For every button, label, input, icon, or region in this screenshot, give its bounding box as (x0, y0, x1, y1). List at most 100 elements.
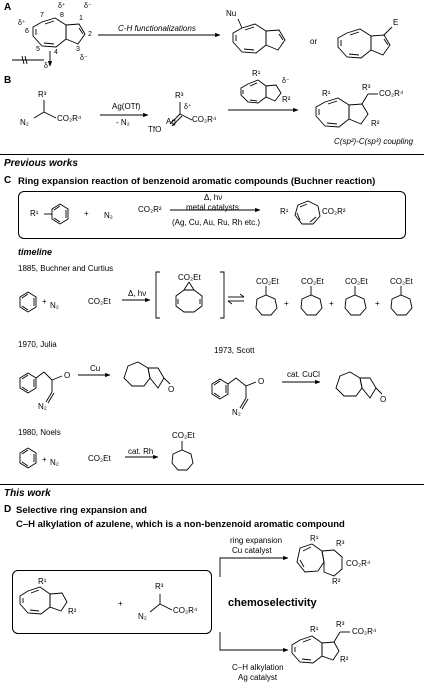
e1980-n2: N₂ (50, 458, 59, 467)
e1885-cond: Δ, hν (128, 289, 147, 298)
coupling-label: C(sp²)-C(sp³) coupling (334, 137, 414, 146)
d-r1: R¹ (38, 577, 47, 586)
e1973-prod-o: O (380, 395, 387, 404)
panel-c-title: Ring expansion reaction of benzenoid aro… (18, 176, 376, 187)
e1885-plus: + (42, 297, 47, 306)
d-ester: CO₂R⁴ (173, 606, 198, 615)
ag-carbene (169, 102, 193, 127)
upper-ester: CO₂R⁴ (346, 559, 371, 568)
previous-works-heading: Previous works (4, 158, 78, 169)
b-ag: Ag (166, 117, 176, 126)
equilibrium-arrows (227, 293, 245, 305)
bicyclic-product-upper (296, 543, 343, 577)
azulene-numbered (32, 17, 86, 48)
e1980-prod: CO₂Et (172, 431, 195, 440)
julia-product (123, 361, 171, 389)
upper-r3: R³ (336, 539, 345, 548)
scott-substrate (211, 377, 257, 410)
d-r2: R² (68, 607, 77, 616)
ring-number-6: 6 (25, 28, 29, 35)
e1885-product-1: CO₂Et (256, 277, 279, 286)
product-b (315, 93, 378, 128)
azulene-reactant-b (240, 79, 282, 104)
upper-cond-1: ring expansion (230, 536, 283, 545)
cycloheptatriene-1 (255, 286, 278, 316)
cycloheptatriene-3 (344, 286, 367, 316)
e1973-n2: N₂ (232, 408, 241, 417)
c-box-prod-ester: CO₂R² (322, 207, 346, 216)
ring-number-2: 2 (88, 31, 92, 38)
d-n2: N₂ (138, 612, 147, 621)
e1885-product-4: CO₂Et (390, 277, 413, 286)
chemoselectivity-label: chemoselectivity (228, 597, 317, 609)
diazo-reagent (33, 100, 57, 119)
lower-r1: R¹ (310, 625, 319, 634)
event-1885: 1885, Buchner and Curtius (18, 264, 114, 273)
e1885-product-2: CO₂Et (301, 277, 324, 286)
e1970-n2: N₂ (38, 402, 47, 411)
b-product-r3: R³ (362, 83, 371, 92)
cycloheptatriene-box (294, 200, 321, 225)
c-box-ester: CO₂R² (138, 205, 162, 214)
julia-substrate (19, 371, 63, 404)
ring-number-3: 3 (76, 46, 80, 53)
b-product-ester: CO₂R⁴ (379, 89, 404, 98)
b-carbene-charge: δ⁺ (184, 104, 192, 111)
d-r3: R³ (155, 582, 164, 591)
b-carbene-r3: R³ (175, 91, 184, 100)
panel-d-title-2: C–H alkylation of azulene, which is a no… (16, 519, 345, 530)
upper-cond-2: Cu catalyst (232, 546, 272, 555)
e1980-ester: CO₂Et (88, 454, 111, 463)
panel-label-b: B (4, 75, 12, 86)
b-azulene-charge: δ⁻ (282, 78, 290, 85)
b-carbene-ester: CO₂R⁴ (192, 115, 217, 124)
ring-number-7: 7 (40, 12, 44, 19)
azulene-product-lower (291, 631, 350, 664)
ring-number-5: 5 (36, 46, 40, 53)
c-box-cond-3: (Ag, Cu, Au, Ru, Rh etc.) (172, 218, 261, 227)
benzene-1980 (19, 447, 37, 469)
event-1973: 1973, Scott (214, 346, 255, 355)
b-catalyst: Ag(OTf) (112, 102, 141, 111)
e1973-cond: cat. CuCl (287, 370, 320, 379)
nu-label: Nu (226, 9, 237, 18)
this-work-heading: This work (4, 488, 51, 499)
event-1970: 1970, Julia (18, 340, 57, 349)
panel-label-d: D (4, 504, 12, 515)
e1973-o: O (258, 377, 265, 386)
divider-previous (0, 154, 424, 155)
b-product-r2: R² (371, 119, 380, 128)
scott-product (335, 371, 383, 399)
b-azulene-r1: R¹ (252, 69, 261, 78)
lower-cond-1: C–H alkylation (232, 663, 284, 672)
benzene-1885 (19, 291, 37, 313)
arrow-d-up (219, 555, 289, 577)
c-box-cond-1: Δ, hν (204, 193, 223, 202)
b-tfo: TfO (148, 125, 162, 134)
cycloheptatriene-2 (300, 286, 323, 316)
e-label: E (393, 18, 399, 27)
lower-cond-2: Ag catalyst (238, 673, 278, 682)
e1970-o: O (64, 371, 71, 380)
ring-number-4: 4 (54, 49, 58, 56)
buchner-box (18, 191, 406, 239)
plus-3: + (375, 299, 380, 308)
charge-c4: δ⁺ (44, 63, 52, 70)
panel-d-title-1: Selective ring expansion and (16, 505, 147, 516)
substituted-azulene-d (19, 586, 68, 615)
cycloheptatriene-4 (390, 286, 413, 316)
c-box-cond-2: metal catalysts (186, 203, 239, 212)
charge-c3: δ⁻ (80, 55, 88, 62)
e1885-product-3: CO₂Et (345, 277, 368, 286)
plus-2: + (329, 299, 334, 308)
b-minus-n2: - N₂ (116, 118, 130, 127)
charge-c1: δ⁻ (84, 3, 92, 10)
lower-r2: R² (340, 655, 349, 664)
upper-r1: R¹ (310, 534, 319, 543)
c-box-r1: R¹ (30, 209, 39, 218)
ring-number-1: 1 (79, 15, 83, 22)
ring-number-8: 8 (60, 12, 64, 19)
b-n2: N₂ (20, 118, 29, 127)
